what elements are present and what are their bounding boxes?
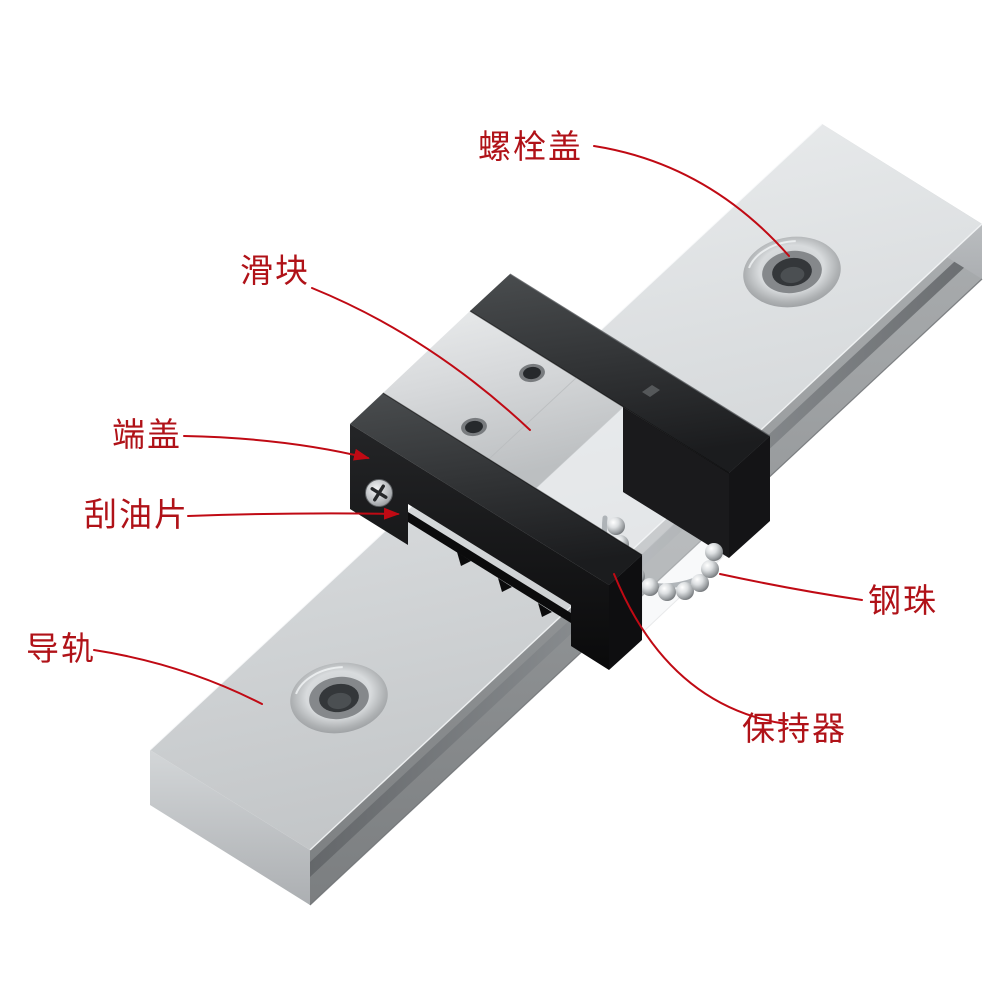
steel-ball (691, 574, 709, 592)
label-slider-block: 滑块 (240, 252, 310, 289)
callouts: 螺栓盖 滑块 端盖 刮油片 导轨 钢珠 保持器 (26, 128, 938, 747)
slider-block-body (383, 311, 623, 488)
far-endcap-top-edge (509, 273, 771, 437)
steel-ball (705, 543, 723, 561)
rail-bolt-hole-far (743, 236, 841, 308)
steel-ball (701, 560, 719, 578)
near-endcap-front-face (350, 424, 609, 670)
leader-guide-rail (93, 649, 263, 705)
steel-ball (676, 582, 694, 600)
leader-steel-balls (719, 573, 863, 601)
near-endcap-body-seam (382, 392, 643, 556)
rail-ball-groove (310, 236, 982, 877)
leader-slider-block (311, 287, 531, 431)
steel-ball (607, 517, 625, 535)
leader-retainer (613, 573, 787, 725)
steel-ball (658, 583, 676, 601)
leader-oil-wiper (187, 507, 400, 520)
rail-near-end-face (150, 750, 310, 905)
near-endcap-top-face (350, 393, 642, 585)
oil-wiper (408, 512, 571, 623)
body-mount-hole (519, 363, 545, 383)
label-retainer: 保持器 (742, 710, 847, 747)
far-endcap-body-seam (469, 310, 730, 474)
steel-ball (641, 578, 659, 596)
label-bolt-cover: 螺栓盖 (478, 128, 583, 165)
body-mount-hole (461, 417, 487, 437)
far-endcap-inner-face (623, 407, 729, 558)
far-endcap (469, 273, 771, 558)
label-steel-balls: 钢珠 (868, 582, 938, 619)
phillips-slot-icon (370, 484, 388, 502)
wiper-tooth (498, 578, 512, 592)
far-endcap-notch (642, 385, 660, 397)
wiper-tooth (538, 603, 552, 617)
grease-screw (365, 479, 393, 507)
leader-bolt-cover (593, 145, 790, 257)
body-surface-seam (488, 377, 577, 460)
label-end-cap: 端盖 (112, 416, 182, 453)
near-endcap (350, 392, 643, 670)
far-endcap-right-face (729, 436, 770, 558)
leader-end-cap (183, 435, 370, 461)
body-top-face (383, 311, 623, 488)
rail-bolt-hole-near (290, 662, 388, 734)
label-guide-rail: 导轨 (26, 630, 96, 667)
label-oil-wiper: 刮油片 (84, 496, 189, 533)
wiper-tooth (457, 552, 471, 566)
wiper-strip (408, 512, 571, 623)
far-endcap-top-face (470, 274, 770, 473)
